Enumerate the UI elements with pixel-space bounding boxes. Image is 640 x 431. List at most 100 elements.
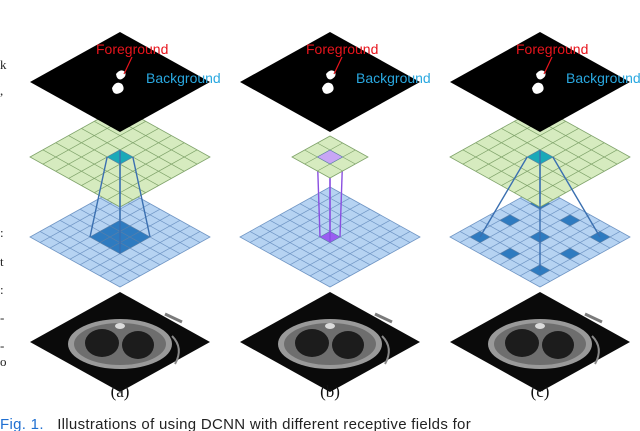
grid-line [526,149,618,201]
ct-right-lung [542,331,574,359]
margin-fragment: - [0,310,5,325]
ct-right-lung [332,331,364,359]
grid-line [319,231,411,282]
grid-line [106,149,198,201]
receptive-field-cell [499,214,521,227]
mask-slice [450,32,630,132]
foreground-blob [112,82,124,94]
ct-spine [325,323,335,329]
ct-left-lung [505,329,539,357]
panel-label: (b) [320,382,340,401]
grid-line [509,220,601,271]
caption-fig-label[interactable]: Fig. 1. [0,416,44,431]
foreground-label: Foreground [516,41,588,57]
grid-line [249,192,341,243]
mask-slice [30,32,210,132]
caption-text: Illustrations of using DCNN with differe… [57,416,471,431]
margin-fragment: o [0,354,7,369]
grid-line [39,231,131,282]
grid-line [299,220,391,271]
panel-label: (a) [111,382,130,401]
ct-arm [171,335,180,365]
ct-slice-layer [450,292,630,392]
grid-line [462,149,554,201]
connector-lines [89,149,151,254]
grid-line [299,203,391,254]
ct-arm [381,335,390,365]
connector-line [132,156,151,238]
grid-line [109,231,201,282]
grid-line [509,203,601,254]
upper-feature-map [291,135,369,179]
connector-line [552,156,601,238]
grid-line [514,120,605,172]
receptive-field-cell [529,264,551,277]
foreground-blob [116,70,126,80]
foreground-pointer [333,56,343,75]
grid-line [249,231,341,282]
grid-line [269,220,361,271]
grid-line [42,149,134,201]
connector-line [479,156,528,238]
grid-line [269,203,361,254]
connector-line [89,156,108,238]
ct-spine [535,323,545,329]
ct-table [584,312,603,324]
foreground-blob [326,70,336,80]
ct-table [374,312,393,324]
receptive-field-cell [559,247,581,260]
margin-fragment: : [0,282,4,297]
margin-fragment: : [0,225,4,240]
ct-slice-layer [30,292,210,392]
grid-line [479,203,571,254]
grid-line [259,197,351,249]
foreground-label: Foreground [96,41,168,57]
grid-line [94,142,185,194]
grid-line [309,197,401,249]
ct-spine [115,323,125,329]
grid-line [55,120,146,172]
grid-line [319,192,411,243]
grid-line [99,197,191,249]
grid-line [49,225,141,277]
receptive-field-cell [559,214,581,227]
background-label: Background [146,70,221,86]
background-label: Background [356,70,431,86]
foreground-pointer [123,56,133,75]
grid-line [94,120,185,172]
grid-line [99,225,191,277]
figure-caption: Fig. 1. Illustrations of using DCNN with… [0,416,640,431]
margin-fragment: t [0,254,4,269]
foreground-blob [532,82,544,94]
ct-slice-layer [240,292,420,392]
connector-lines [479,149,601,271]
grid-line [49,197,141,249]
receptive-field-cell [499,247,521,260]
ct-right-lung [122,331,154,359]
ct-table [164,312,183,324]
foreground-label: Foreground [306,41,378,57]
margin-fragment: , [0,83,4,98]
grid-line [309,225,401,277]
foreground-pointer [543,56,553,75]
output-cell [316,149,344,165]
foreground-blob [536,70,546,80]
grid-line [479,220,571,271]
grid-line [55,142,146,194]
ct-arm [591,335,600,365]
margin-fragment: k [0,57,7,72]
ct-left-lung [295,329,329,357]
ct-left-lung [85,329,119,357]
margin-fragment: - [0,338,5,353]
foreground-blob [322,82,334,94]
panel-label: (c) [531,382,550,401]
grid-line [259,225,351,277]
